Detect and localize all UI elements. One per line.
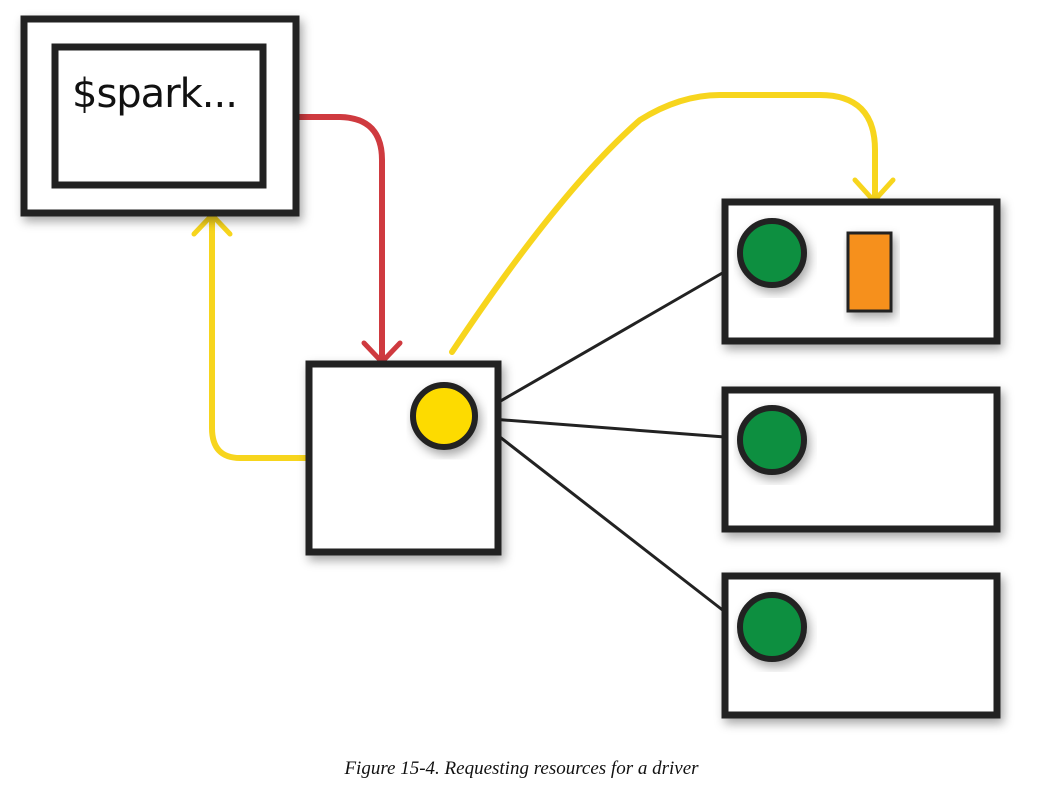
connector-line-worker-3	[477, 418, 739, 624]
terminal-command-text: $spark...	[72, 71, 237, 117]
executor-circle-2	[737, 405, 807, 475]
terminal-window	[51, 43, 267, 189]
executor-circle-3	[737, 592, 807, 662]
driver-box	[305, 360, 502, 556]
executor-circle-1	[737, 218, 807, 288]
connector-line-worker-2	[477, 416, 739, 440]
resource-block	[846, 231, 893, 313]
connector-line-worker-1	[477, 262, 739, 416]
figure-caption: Figure 15-4. Requesting resources for a …	[344, 758, 699, 779]
yellow-arrow-to-client	[209, 213, 310, 461]
driver-circle	[410, 382, 478, 450]
red-arrow-request	[293, 114, 385, 363]
yellow-arrow-to-worker-1	[449, 92, 878, 355]
client-machine	[20, 15, 300, 217]
